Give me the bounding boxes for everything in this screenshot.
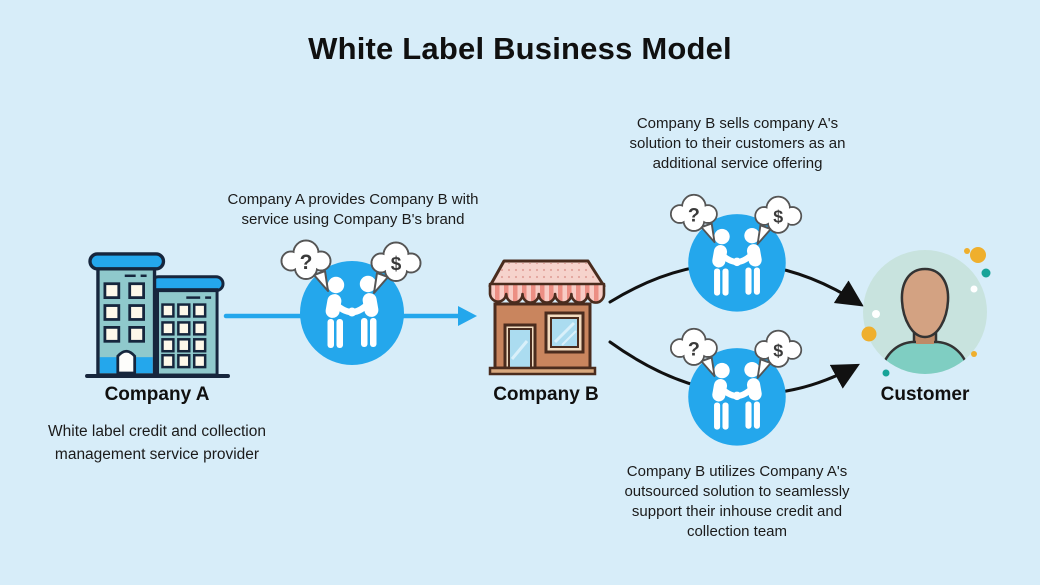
company-b-label: Company B <box>493 384 599 405</box>
dollar-symbol: $ <box>773 207 783 227</box>
company-a-description: White label credit and collection manage… <box>48 423 266 463</box>
dollar-thought-bubble-icon: $ <box>754 195 803 245</box>
page-title: White Label Business Model <box>308 31 732 66</box>
handshake-exchange-a-b: ? $ <box>272 227 432 377</box>
question-thought-bubble-icon: ? <box>669 327 718 378</box>
person-avatar-icon <box>861 247 991 377</box>
storefront-icon <box>488 259 606 376</box>
flow-caption-a-to-b: Company A provides Company B with servic… <box>227 191 479 228</box>
flow-caption-b-to-customer-bottom: Company B utilizes Company A's outsource… <box>624 463 850 540</box>
dollar-thought-bubble-icon: $ <box>370 241 422 294</box>
dollar-symbol: $ <box>773 341 783 361</box>
handshake-icon: ? $ <box>669 327 803 446</box>
decorative-dots <box>861 247 991 377</box>
dollar-thought-bubble-icon: $ <box>754 329 803 379</box>
question-thought-bubble-icon: ? <box>669 193 718 244</box>
company-a-label: Company A <box>104 384 210 405</box>
handshake-icon: ? $ <box>280 239 422 365</box>
handshake-exchange-b-customer-bottom: ? $ <box>662 316 812 457</box>
question-symbol: ? <box>688 339 700 361</box>
dollar-symbol: $ <box>391 254 402 275</box>
office-buildings-icon <box>85 252 230 379</box>
question-symbol: ? <box>688 205 700 227</box>
customer-label: Customer <box>880 384 970 405</box>
handshake-exchange-b-customer-top: ? $ <box>662 182 812 323</box>
handshake-icon: ? $ <box>669 193 803 312</box>
question-symbol: ? <box>300 251 313 274</box>
flow-caption-b-to-customer-top: Company B sells company A's solution to … <box>629 115 846 172</box>
question-thought-bubble-icon: ? <box>280 239 332 292</box>
